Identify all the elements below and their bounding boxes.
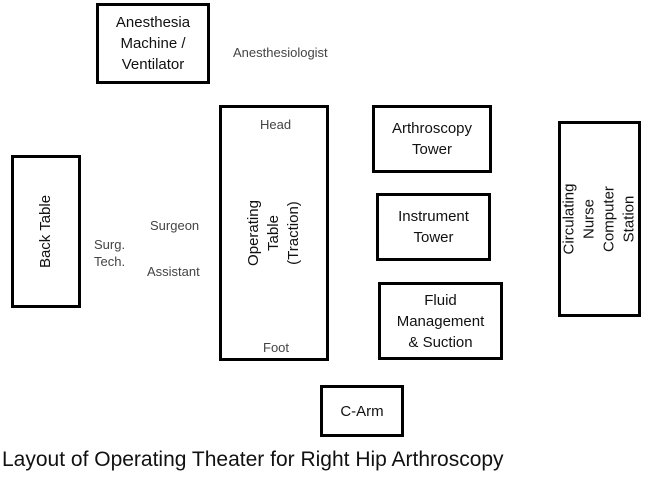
back-table-label: Back Table bbox=[37, 194, 55, 269]
circulating-nurse-label: Circulating Nurse Computer Station bbox=[560, 183, 638, 255]
instrument-tower-box: Instrument Tower bbox=[376, 193, 491, 261]
diagram-title: Layout of Operating Theater for Right Hi… bbox=[2, 448, 504, 471]
fluid-management-label: Fluid Management & Suction bbox=[396, 291, 485, 351]
anesthesia-machine-label: Anesthesia Machine / Ventilator bbox=[115, 14, 191, 73]
anesthesia-machine-box: Anesthesia Machine / Ventilator bbox=[96, 3, 210, 84]
surg-tech-label: Surg. Tech. bbox=[94, 237, 126, 269]
assistant-label: Assistant bbox=[147, 264, 200, 279]
surgeon-label: Surgeon bbox=[150, 218, 200, 233]
c-arm-label: C-Arm bbox=[340, 402, 384, 420]
arthroscopy-tower-label: Arthroscopy Tower bbox=[391, 120, 473, 158]
arthroscopy-tower-box: Arthroscopy Tower bbox=[372, 105, 492, 173]
table-head-label: Head bbox=[260, 117, 292, 132]
circulating-nurse-box: Circulating Nurse Computer Station bbox=[558, 121, 641, 317]
operating-table-box: Operating Table (Traction) bbox=[219, 105, 329, 361]
anesthesiologist-label: Anesthesiologist bbox=[233, 45, 328, 60]
instrument-tower-label: Instrument Tower bbox=[398, 208, 469, 246]
c-arm-box: C-Arm bbox=[320, 385, 404, 437]
operating-table-label: Operating Table (Traction) bbox=[245, 200, 302, 266]
fluid-management-box: Fluid Management & Suction bbox=[378, 282, 503, 360]
back-table-box: Back Table bbox=[11, 155, 81, 308]
table-foot-label: Foot bbox=[263, 340, 290, 355]
